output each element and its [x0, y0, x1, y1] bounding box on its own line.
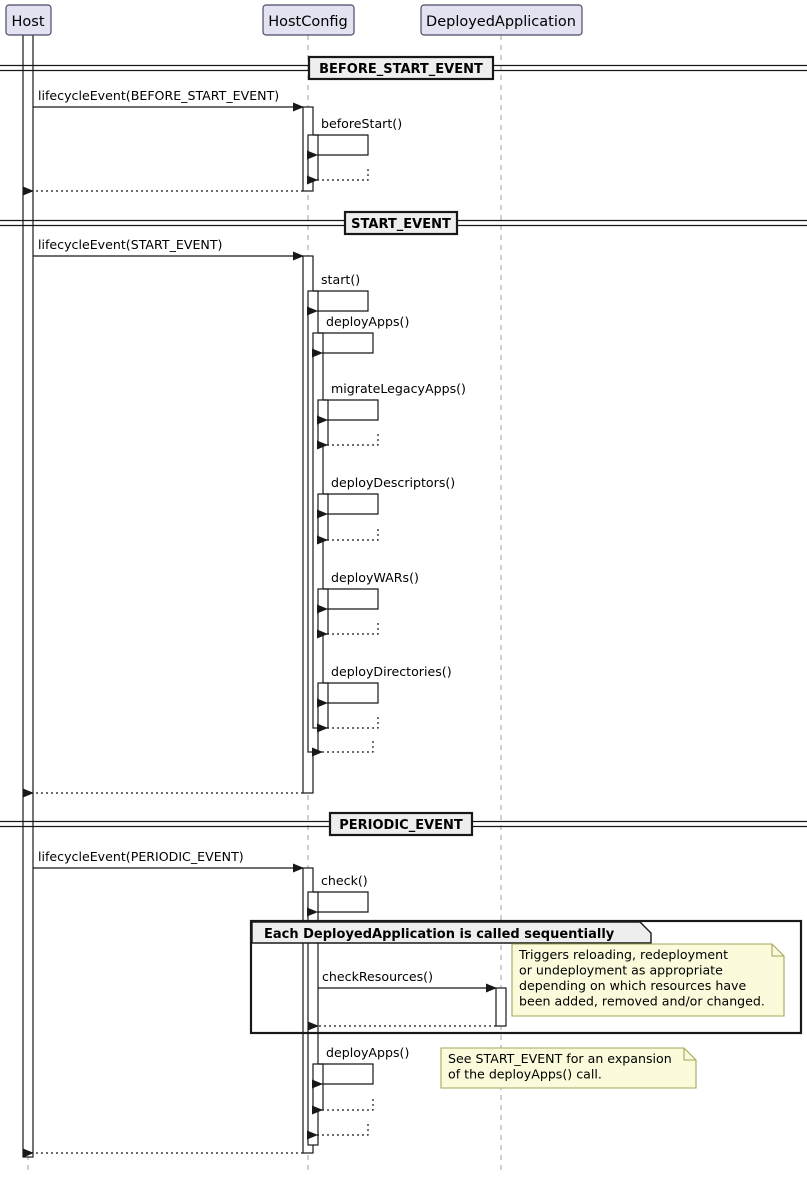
message-m22 [312, 1063, 374, 1089]
message-m12 [317, 588, 379, 614]
participant-config: HostConfig [262, 4, 355, 36]
message-m12-loop [317, 588, 379, 614]
message-m15 [317, 717, 379, 733]
note-check-resources-fold [771, 944, 784, 957]
activations-layer [22, 34, 507, 1158]
message-m8-label: migrateLegacyApps() [331, 381, 466, 396]
lifelines-layer [27, 35, 502, 1172]
message-label-m5: lifecycleEvent(START_EVENT) [38, 237, 222, 252]
divider-label-before-start-event: BEFORE_START_EVENT [319, 62, 483, 77]
messages-layer: lifecycleEvent(BEFORE_START_EVENT)before… [23, 88, 497, 1158]
message-m19-label: check() [321, 873, 368, 888]
message-m2 [307, 134, 369, 160]
message-m12-label: deployWARs() [331, 570, 419, 585]
activation-bar-dep-checkres [495, 987, 507, 1027]
note-check-resources-line-2: depending on which resources have [519, 978, 747, 993]
participant-label-config: HostConfig [268, 14, 348, 30]
participant-box-config [262, 4, 355, 36]
participant-label-depapp: DeployedApplication [426, 14, 576, 30]
message-m8-loop [317, 399, 379, 425]
activation-bar-cfg-migrate [317, 399, 329, 446]
message-m14 [317, 682, 379, 708]
message-m6-label: start() [321, 272, 360, 287]
message-m14-loop [317, 682, 379, 708]
participants-layer: Host HostConfig DeployedApplication [5, 4, 583, 36]
message-label-m20: checkResources() [322, 969, 433, 984]
message-m13 [317, 623, 379, 639]
message-m24 [307, 1124, 369, 1140]
divider-before-start-event: BEFORE_START_EVENT [0, 55, 807, 81]
message-m3-loop [307, 169, 369, 185]
note-check-resources-line-0: Triggers reloading, redeployment [518, 947, 728, 962]
message-m10-loop [317, 493, 379, 519]
activation-bar-cfg-before-self [307, 134, 319, 181]
note-check-resources-line-3: been added, removed and/or changed. [519, 994, 765, 1009]
group-each-deployed-application-label: Each DeployedApplication is called seque… [264, 927, 615, 942]
note-deploy-apps-box [440, 1047, 697, 1089]
message-m23 [312, 1099, 374, 1115]
message-m7-label: deployApps() [326, 314, 409, 329]
message-m7-loop [312, 332, 374, 358]
activation-bar-host-root [22, 34, 34, 1158]
message-label-m1: lifecycleEvent(BEFORE_START_EVENT) [38, 88, 279, 103]
message-m10-label: deployDescriptors() [331, 475, 455, 490]
message-label-m18: lifecycleEvent(PERIODIC_EVENT) [38, 849, 244, 864]
divider-box-before-start-event [307, 55, 495, 81]
activation-bar-cfg-wars [317, 588, 329, 635]
divider-periodic-event: PERIODIC_EVENT [0, 811, 807, 837]
message-m11-loop [317, 529, 379, 545]
groups-layer: Each DeployedApplication is called seque… [249, 919, 803, 1035]
message-m3 [307, 169, 369, 185]
message-m2-label: beforeStart() [321, 116, 402, 131]
message-m13-loop [317, 623, 379, 639]
note-check-resources-box [511, 943, 785, 1017]
group-each-deployed-application-header [251, 921, 652, 944]
message-m24-loop [307, 1124, 369, 1140]
participant-box-host [5, 4, 52, 36]
note-deploy-apps-line-0: See START_EVENT for an expansion [448, 1051, 672, 1066]
participant-depapp: DeployedApplication [420, 4, 583, 36]
message-m6-loop [307, 290, 369, 316]
message-m11 [317, 529, 379, 545]
divider-label-start-event: START_EVENT [351, 217, 451, 232]
divider-start-event: START_EVENT [0, 210, 807, 236]
note-deploy-apps-line-1: of the deployApps() call. [448, 1067, 602, 1082]
participant-host: Host [5, 4, 52, 36]
message-m23-loop [312, 1099, 374, 1115]
participant-label-host: Host [11, 14, 44, 30]
group-each-deployed-application: Each DeployedApplication is called seque… [249, 919, 803, 1035]
activation-bar-cfg-descriptors [317, 493, 329, 541]
divider-label-periodic-event: PERIODIC_EVENT [339, 818, 463, 833]
message-m9 [317, 434, 379, 450]
message-m10 [317, 493, 379, 519]
message-m22-loop [312, 1063, 374, 1089]
activation-bar-cfg-depapps2 [312, 1063, 324, 1111]
message-m8 [317, 399, 379, 425]
divider-box-start-event [343, 210, 459, 236]
group-each-deployed-application-frame [249, 919, 803, 1035]
message-m15-loop [317, 717, 379, 733]
activation-bar-cfg-dirs [317, 682, 329, 729]
message-m16 [312, 741, 374, 757]
message-m14-label: deployDirectories() [331, 664, 452, 679]
message-m2-loop [307, 134, 369, 160]
message-m19 [307, 891, 369, 917]
note-check-resources-line-1: or undeployment as appropriate [519, 963, 723, 978]
note-deploy-apps-fold [683, 1048, 696, 1061]
message-m19-loop [307, 891, 369, 917]
participant-box-depapp [420, 4, 583, 36]
message-m22-label: deployApps() [326, 1045, 409, 1060]
divider-box-periodic-event [328, 811, 474, 837]
dividers-layer: BEFORE_START_EVENT START_EVENT PERIODIC_EV… [0, 55, 807, 837]
message-m16-loop [312, 741, 374, 757]
message-m6 [307, 290, 369, 316]
message-m7 [312, 332, 374, 358]
message-m9-loop [317, 434, 379, 450]
